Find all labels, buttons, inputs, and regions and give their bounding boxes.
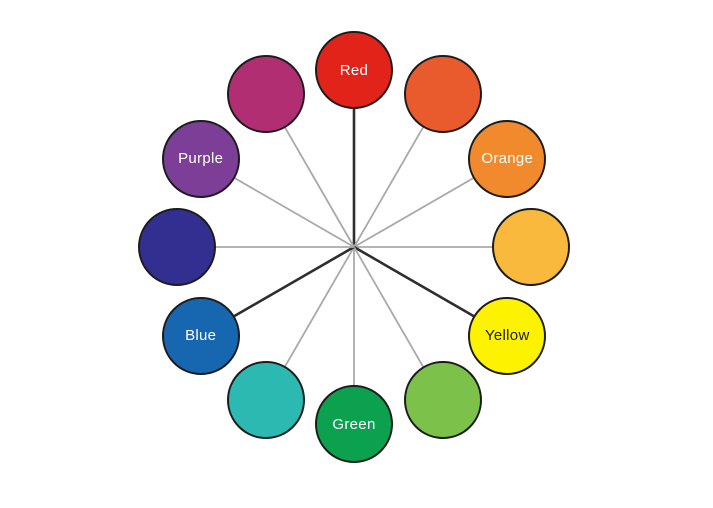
swatch-label-green: Green xyxy=(332,415,376,433)
swatch-purple: Purple xyxy=(161,119,240,198)
swatch-label-yellow: Yellow xyxy=(484,327,530,344)
swatch-label-red: Red xyxy=(339,61,369,79)
swatch-yellow-green xyxy=(403,361,482,440)
swatch-green: Green xyxy=(315,385,393,463)
swatch-yellow: Yellow xyxy=(468,296,547,375)
swatch-blue-green xyxy=(226,361,305,440)
swatch-label-orange: Orange xyxy=(481,150,534,167)
swatch-orange: Orange xyxy=(468,119,547,198)
swatch-red-orange xyxy=(403,54,482,133)
swatch-red: Red xyxy=(315,31,393,109)
swatch-label-purple: Purple xyxy=(178,150,224,167)
swatch-yellow-orange xyxy=(492,208,570,286)
swatch-label-blue: Blue xyxy=(185,327,217,344)
swatch-red-purple xyxy=(226,54,305,133)
swatch-blue: Blue xyxy=(161,296,240,375)
swatch-blue-purple xyxy=(138,208,216,286)
